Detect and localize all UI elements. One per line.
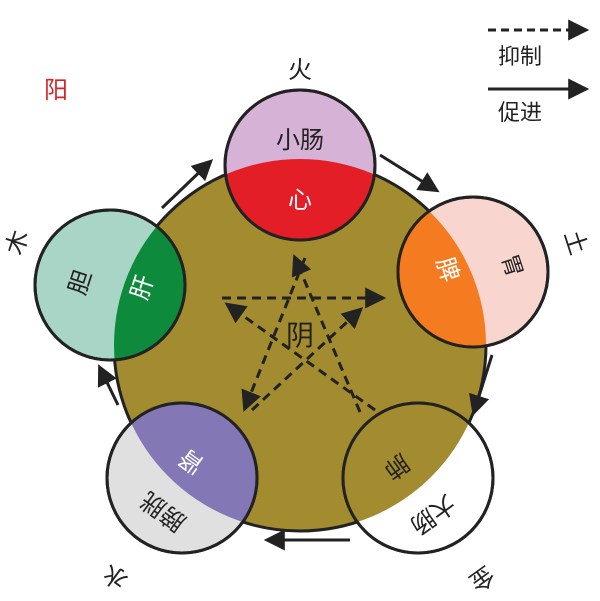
earth-group bbox=[396, 195, 550, 349]
water-group bbox=[105, 401, 259, 555]
inhibit-star-arrows bbox=[222, 254, 387, 413]
fire-group bbox=[223, 88, 377, 242]
arrow-water-to-wood bbox=[97, 364, 120, 406]
water-element-label: 水 bbox=[97, 558, 133, 595]
metal-group bbox=[341, 401, 495, 555]
heart-region bbox=[225, 159, 375, 240]
legend-promote-label: 促进 bbox=[498, 101, 542, 126]
small-intestine-label: 小肠 bbox=[276, 126, 324, 154]
yin-label: 阴 bbox=[286, 319, 314, 352]
arrow-earth-to-metal bbox=[469, 354, 494, 417]
arrow-fire-to-earth bbox=[379, 153, 440, 193]
legend: 抑制 促进 bbox=[488, 19, 590, 126]
dash-arrow-2 bbox=[291, 254, 362, 413]
fire-element-label: 火 bbox=[288, 56, 312, 84]
promote-cycle-arrows bbox=[97, 153, 494, 551]
wood-element-label: 木 bbox=[0, 227, 34, 258]
legend-inhibit-label: 抑制 bbox=[498, 45, 542, 70]
metal-element-label: 金 bbox=[464, 560, 500, 597]
earth-element-label: 土 bbox=[559, 227, 593, 258]
heart-label: 心 bbox=[288, 186, 312, 214]
arrow-wood-to-fire bbox=[160, 159, 214, 210]
dash-arrow-4 bbox=[250, 307, 364, 412]
yang-label: 阳 bbox=[44, 76, 68, 104]
dash-arrow-3 bbox=[241, 257, 307, 412]
liver-region bbox=[114, 210, 185, 360]
dash-arrow-5 bbox=[224, 302, 376, 412]
wood-group bbox=[33, 208, 187, 362]
